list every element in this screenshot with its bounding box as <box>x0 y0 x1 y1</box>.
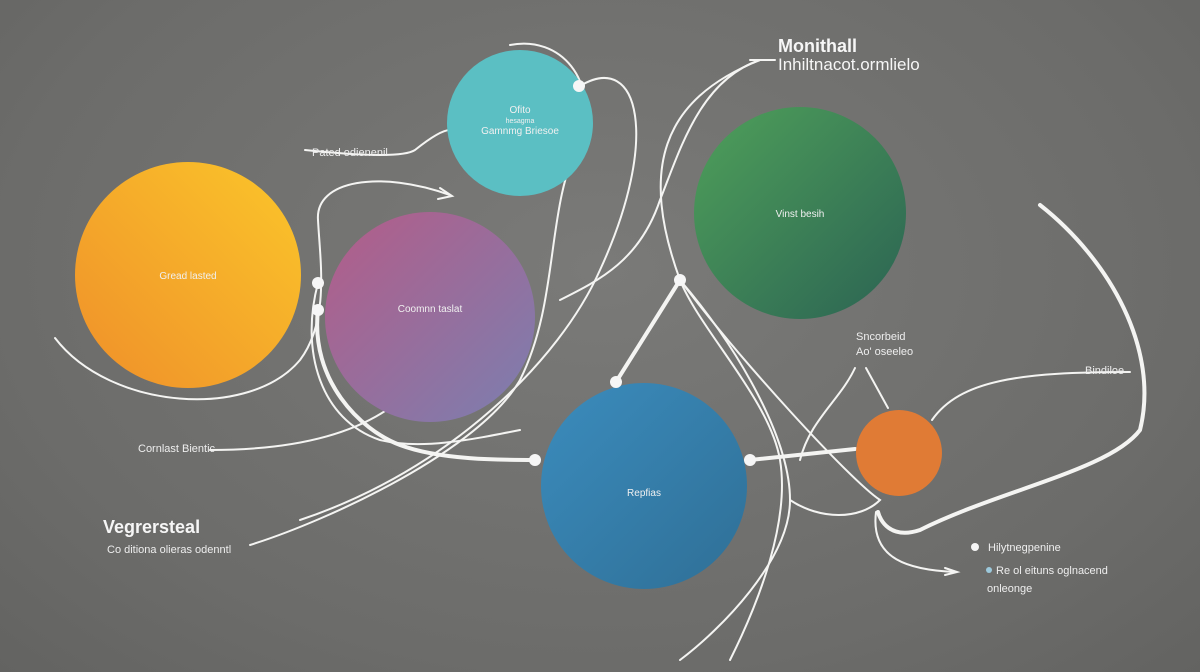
node-teal-line1: Ofito <box>509 105 531 116</box>
node-teal-line3: Gamnmg Briesoe <box>481 126 559 137</box>
section-title: Vegrersteal <box>103 517 200 537</box>
node-yellow-label: Gread lasted <box>159 271 216 282</box>
legend-item-2-cont: onleonge <box>987 583 1032 595</box>
label-bindiloe: Bindiloe <box>1085 365 1124 377</box>
node-green[interactable] <box>694 107 906 319</box>
legend-item-2: Re ol eituns oglnacend <box>996 565 1108 577</box>
legend-bullet-blue <box>986 567 992 573</box>
node-teal-line2: hesagma <box>506 118 535 125</box>
label-cornlast: Cornlast Bientic <box>138 443 216 455</box>
node-teal[interactable] <box>447 50 593 196</box>
section-subtitle: Co ditiona olieras odenntl <box>107 544 231 556</box>
node-yellow[interactable] <box>75 162 301 388</box>
node-green-label: Vinst besih <box>776 209 825 220</box>
label-sncorbid-2: Ao' oseeleo <box>856 346 913 358</box>
node-orange[interactable] <box>856 410 942 496</box>
node-pink[interactable] <box>325 212 535 422</box>
connector-dots <box>312 80 979 551</box>
label-pated: Pated odienenil <box>312 147 388 159</box>
node-pink-label: Coomnn taslat <box>398 304 463 315</box>
diagram-title-line2: Inhiltnacot.ormlielo <box>778 55 920 74</box>
node-blue-label: Repfias <box>627 488 661 499</box>
legend-item-1: Hilytnegpenine <box>988 542 1061 554</box>
label-sncorbid-1: Sncorbeid <box>856 331 906 343</box>
connector-lines <box>54 42 1147 661</box>
node-blue[interactable] <box>541 383 747 589</box>
diagram-title-line1: Monithall <box>778 36 857 56</box>
